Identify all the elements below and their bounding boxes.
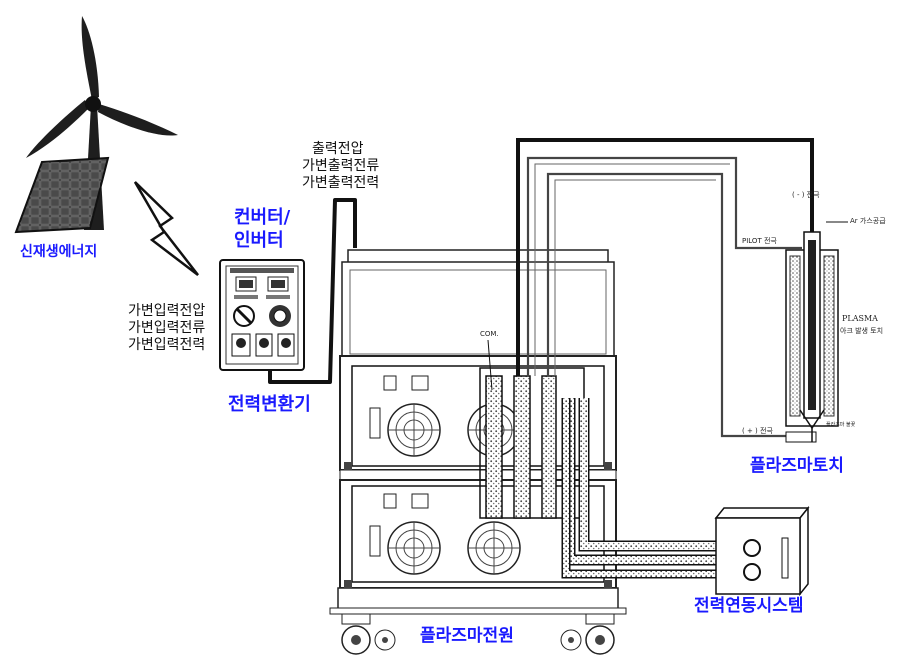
lightning-bolt-icon — [133, 181, 199, 276]
pos-electrode-label: ( + ) 전극 — [742, 427, 773, 435]
input-current-label: 가변입력전류 — [128, 320, 206, 336]
plasma-label: PLASMA — [842, 314, 878, 323]
solar-panel-icon — [14, 156, 110, 234]
linkage-system-label: 전력연동시스템 — [694, 596, 804, 616]
input-voltage-label: 가변입력전압 — [128, 303, 206, 319]
plasma-power-label: 플라즈마전원 — [420, 626, 514, 646]
output-current-label: 가변출력전류 — [302, 158, 380, 174]
fan-icon — [387, 403, 441, 457]
converter-box — [219, 259, 305, 371]
flame-label: 플라즈마 불꽃 — [826, 422, 856, 428]
output-voltage-label: 출력전압 — [312, 141, 364, 157]
com-label: COM. — [480, 330, 499, 338]
output-power-label: 가변출력전력 — [302, 175, 380, 191]
plasma-torch — [785, 200, 848, 443]
input-power-label: 가변입력전력 — [128, 337, 206, 353]
plasma-torch-label: 플라즈마토치 — [750, 456, 844, 476]
neg-electrode-label: ( - ) 전극 — [792, 191, 820, 199]
linkage-system-box — [714, 505, 810, 597]
pilot-electrode-label: PILOT 전극 — [742, 237, 777, 245]
renewable-energy-label: 신재생에너지 — [20, 244, 98, 260]
power-converter-label: 전력변환기 — [228, 394, 311, 415]
arc-torch-label: 아크 발생 토치 — [840, 327, 884, 335]
converter-label-line2: 인버터 — [234, 230, 284, 251]
ar-gas-label: Ar 가스공급 — [850, 217, 886, 225]
fan-icon — [467, 521, 521, 575]
caster-wheel-icon — [560, 613, 615, 655]
fan-icon — [387, 521, 441, 575]
converter-label-line1: 컨버터/ — [234, 207, 291, 228]
caster-wheel-icon — [341, 613, 396, 655]
